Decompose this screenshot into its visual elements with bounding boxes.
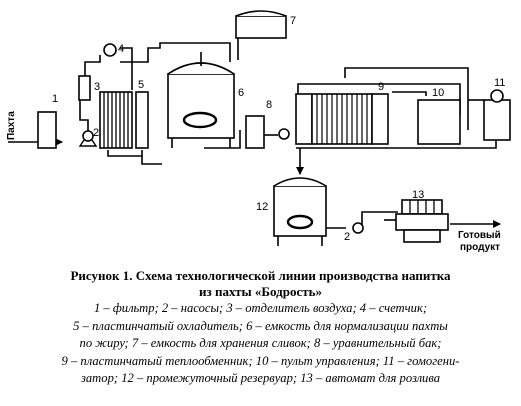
process-line-diagram: 1 2 3 4 5 6 7 8 9 10 11 12 2 13 Пахта Го… [6, 10, 511, 253]
outlet-label-line2: продукт [460, 242, 500, 253]
label-4: 4 [118, 43, 124, 55]
filling-machine-13 [395, 199, 449, 243]
homogenizer-11 [483, 89, 511, 141]
label-6: 6 [238, 87, 244, 99]
label-12: 12 [256, 201, 268, 213]
pipe-tank-to-balance [204, 130, 241, 149]
label-1: 1 [52, 93, 58, 105]
outlet-label-line1: Готовый [458, 230, 501, 241]
normalization-tank-6 [167, 52, 235, 148]
legend-line: 1 – фильтр; 2 – насосы; 3 – отделитель в… [93, 301, 428, 315]
air-separator-3 [78, 75, 91, 101]
pipe-bottom-right [296, 140, 497, 149]
label-2c: 2 [344, 231, 350, 243]
legend-line: 5 – пластинчатый охладитель; 6 – емкость… [73, 318, 448, 333]
label-7: 7 [290, 15, 296, 27]
pump-2a [82, 130, 94, 142]
label-2a: 2 [93, 127, 99, 139]
balance-tank-8 [245, 115, 265, 149]
label-13: 13 [412, 189, 424, 201]
cream-storage-tank-7 [235, 10, 287, 39]
figure-caption: Рисунок 1. Схема технологической линии п… [0, 268, 521, 388]
meter-4 [103, 43, 117, 57]
label-8: 8 [266, 99, 272, 111]
pipe-pump-to-filler [361, 211, 398, 225]
label-11: 11 [494, 77, 505, 89]
pipe-exchanger-to-homogenizer [392, 91, 427, 96]
pipe-pump-to-separator [79, 100, 89, 133]
label-9: 9 [378, 81, 384, 93]
legend-line: затор; 12 – промежуточный резервуар; 13 … [80, 371, 441, 386]
label-5: 5 [138, 79, 144, 91]
pipe-meter-to-cooler [120, 47, 133, 90]
legend-line: по жиру; 7 – емкость для хранения сливок… [79, 336, 442, 351]
caption-title-line1: Рисунок 1. Схема технологической линии п… [70, 268, 451, 283]
control-panel-10 [417, 99, 461, 145]
plate-heat-exchanger-9 [295, 93, 389, 145]
caption-title-line2: из пахты «Бодрость» [199, 284, 322, 299]
pipe-cooler-bottom [107, 150, 143, 157]
filter-1 [37, 111, 57, 149]
intermediate-tank-12 [273, 177, 327, 246]
pipe-cooler-drain [141, 156, 162, 165]
pump-2c [352, 222, 364, 234]
legend-line: 9 – пластинчатый теплообменник; 10 – пул… [61, 353, 460, 368]
pipe-exchanger-top-inner [344, 67, 469, 130]
label-3: 3 [94, 81, 100, 93]
pipe-cooler-to-tank [120, 42, 231, 63]
plate-cooler-5 [99, 91, 149, 149]
label-10: 10 [432, 87, 444, 99]
pipe-separator-to-meter [84, 55, 101, 78]
inlet-label: Пахта [6, 111, 17, 140]
pump-2b [278, 128, 290, 140]
